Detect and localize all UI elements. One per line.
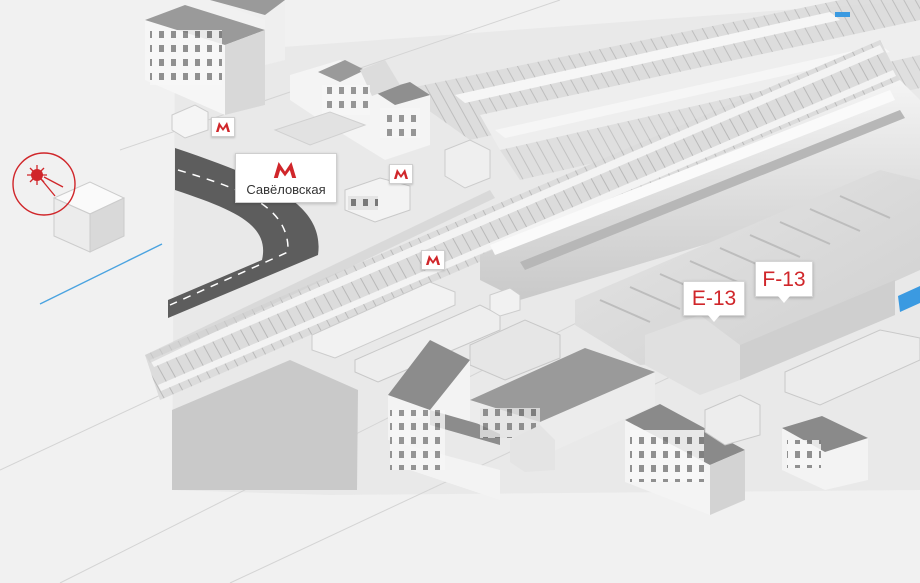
plaza (273, 111, 367, 146)
orientation-badge (11, 151, 77, 222)
metro-marker-north[interactable] (389, 164, 413, 184)
platform-canopy (480, 80, 920, 300)
station-house (290, 60, 430, 160)
kiosk-a (171, 104, 209, 139)
courtyard-complex (388, 340, 655, 500)
house-east (782, 416, 868, 490)
outbuilding (444, 139, 491, 189)
building-label-f13[interactable]: F-13 (755, 261, 813, 303)
depot-shed (575, 170, 920, 395)
satellite-dish-icon (12, 152, 76, 216)
railway-corridor (145, 40, 900, 400)
station-callout[interactable]: Савёловская (235, 153, 337, 203)
blue-roof-accent (898, 286, 920, 312)
metro-marker-tracks[interactable] (421, 250, 445, 270)
metro-m-icon (426, 255, 440, 265)
warehouse-1 (311, 281, 456, 359)
apartment-block-southeast (625, 404, 745, 515)
road (168, 148, 319, 318)
reference-cube (52, 181, 126, 253)
building-label-e13[interactable]: E-13 (683, 281, 745, 322)
metro-m-icon (394, 169, 408, 179)
metro-m-icon (273, 162, 297, 178)
metro-marker-west[interactable] (211, 117, 235, 137)
garage-row (784, 329, 920, 406)
blue-guide-line (39, 243, 163, 305)
metro-m-icon (216, 122, 230, 132)
building-label-text: F-13 (762, 267, 806, 291)
apartment-block-northwest (145, 0, 285, 115)
small-block (704, 394, 761, 446)
blue-corner-accent (835, 12, 850, 17)
building-label-text: E-13 (691, 287, 737, 310)
kiosk-b-windows (348, 196, 378, 210)
empty-lot (172, 360, 358, 490)
station-name: Савёловская (246, 182, 326, 197)
shed-small (489, 287, 521, 317)
